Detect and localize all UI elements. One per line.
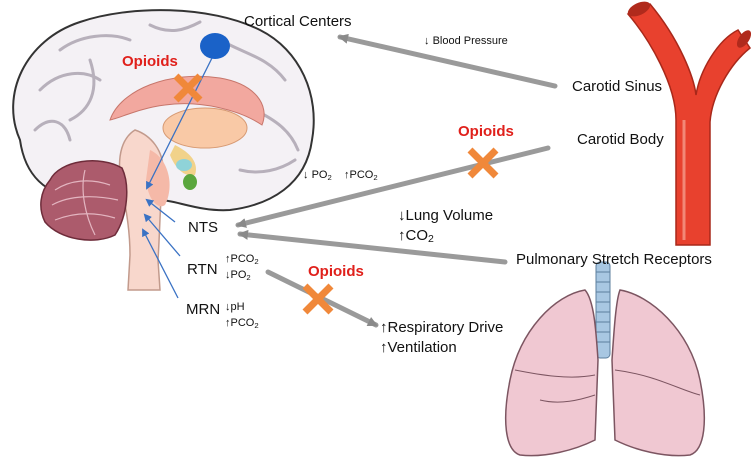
trachea — [595, 261, 611, 359]
nts-pointer-line — [145, 198, 176, 223]
opioids-label-drive: Opioids — [308, 263, 364, 280]
mrn-pointer-line — [142, 228, 179, 299]
carotid-sinus-label: Carotid Sinus — [572, 78, 663, 95]
cortical-center-marker — [200, 33, 230, 59]
down-arrow-icon: ↓ — [225, 269, 231, 281]
left-lung — [611, 289, 706, 457]
subscript-2: 2 — [428, 233, 434, 245]
carotid-body-arrow — [235, 145, 551, 228]
pituitary — [183, 174, 197, 190]
rtn-label: RTN — [187, 261, 218, 278]
up-arrow-icon: ↑ — [225, 317, 231, 329]
co2-increase: ↑CO2 — [398, 228, 434, 245]
blood-pressure-change: ↓ Blood Pressure — [424, 36, 508, 47]
brain-sulci — [33, 20, 300, 174]
rtn-po2-decrease: ↓PO2 — [225, 270, 251, 282]
respiratory-drive-label: Respiratory Drive — [387, 319, 504, 336]
po2-decrease: ↓ PO2 — [303, 170, 332, 182]
po2-label: PO — [311, 169, 328, 181]
lung-lobe-fissures — [514, 369, 701, 403]
pons — [146, 150, 170, 207]
brainstem — [118, 129, 164, 291]
pulmonary-stretch-label: Pulmonary Stretch Receptors — [516, 251, 712, 268]
pco2-label: PCO — [230, 317, 255, 329]
mrn-label: MRN — [186, 301, 221, 318]
down-arrow-icon: ↓ — [303, 169, 309, 181]
subscript-2: 2 — [373, 173, 378, 182]
rtn-pointer-line — [143, 213, 181, 257]
cerebellum-folia — [51, 169, 119, 236]
mrn-ph-decrease: ↓pH — [225, 302, 245, 313]
artery-shape — [626, 3, 752, 246]
brain-illustration — [12, 9, 315, 291]
subscript-2: 2 — [254, 321, 259, 330]
lungs-illustration — [504, 261, 706, 457]
respiratory-drive-increase: ↑Respiratory Drive — [380, 320, 503, 335]
up-arrow-icon: ↑ — [398, 227, 406, 244]
subscript-2: 2 — [246, 273, 251, 282]
opioid-cross-brain — [173, 73, 203, 103]
carotid-body-label: Carotid Body — [577, 131, 664, 148]
opioid-cross-drive — [302, 283, 334, 315]
up-arrow-icon: ↑ — [380, 339, 388, 356]
artery-opening-left — [627, 1, 651, 17]
down-arrow-icon: ↓ — [225, 301, 231, 313]
rtn-pco2-increase: ↑PCO2 — [225, 254, 259, 266]
carotid-sinus-arrow — [337, 33, 558, 89]
opioids-label-carotid-body: Opioids — [458, 123, 514, 140]
opioid-cross-carotid-body — [467, 147, 499, 179]
subscript-2: 2 — [327, 173, 332, 182]
cortical-centers-label: Cortical Centers — [244, 13, 352, 30]
blood-pressure-label: Blood Pressure — [432, 35, 508, 47]
pulmonary-stretch-arrow — [237, 229, 508, 265]
ph-label: pH — [230, 301, 245, 313]
corpus-callosum — [109, 75, 265, 126]
co2-label: CO — [405, 227, 429, 244]
pco2-increase: ↑PCO2 — [344, 170, 378, 182]
up-arrow-icon: ↑ — [225, 253, 231, 265]
artery-opening-right — [736, 30, 752, 48]
afferent-pathways — [235, 33, 558, 328]
right-lung — [504, 289, 599, 457]
nts-label: NTS — [188, 219, 218, 236]
trachea-rings — [596, 271, 610, 343]
mrn-pco2-increase: ↑PCO2 — [225, 318, 259, 330]
subscript-2: 2 — [254, 257, 259, 266]
down-arrow-icon: ↓ — [424, 35, 430, 47]
up-arrow-icon: ↑ — [380, 319, 388, 336]
down-arrow-icon: ↓ — [398, 207, 406, 224]
pco2-label: PCO — [230, 253, 255, 265]
lung-volume-change: ↓Lung Volume — [398, 208, 493, 223]
pco2-label: PCO — [349, 169, 374, 181]
ventilation-label: Ventilation — [387, 339, 457, 356]
lung-volume-label: Lung Volume — [405, 207, 494, 224]
opioids-label-brain: Opioids — [122, 53, 178, 70]
carotid-artery-illustration — [626, 1, 752, 246]
thalamus — [162, 107, 248, 149]
optic-chiasm — [176, 159, 192, 171]
ventilation-increase: ↑Ventilation — [380, 340, 457, 355]
up-arrow-icon: ↑ — [344, 169, 350, 181]
po2-label: PO — [230, 269, 247, 281]
opioid-blocks — [173, 73, 499, 315]
